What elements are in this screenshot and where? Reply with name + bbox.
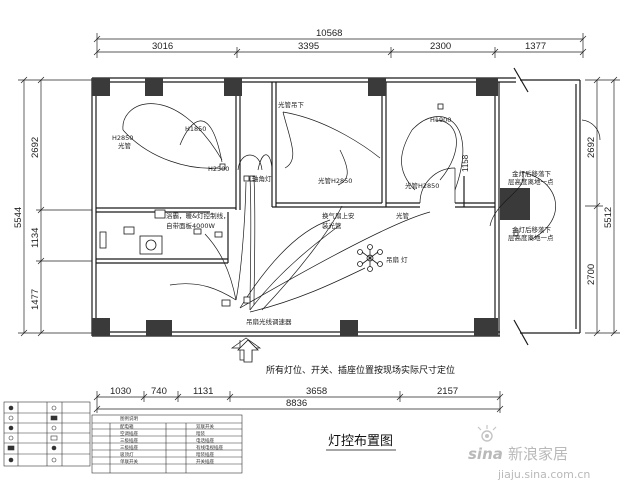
label-fan-light: 吊扇 灯: [386, 255, 408, 264]
legend-row-3-a: 三极插座: [120, 437, 138, 444]
entrance-arrow-icon: [237, 339, 259, 363]
label-right-note-3: 金灯后移落下: [512, 225, 552, 234]
dim-bottom-seg-2: 740: [151, 386, 167, 397]
ceiling-fan-symbol: [357, 244, 383, 272]
dim-right-outer: 5512: [603, 207, 614, 228]
legend-row-2-b: 暗装: [196, 430, 205, 437]
label-h7: 光管吊下: [278, 100, 305, 109]
legend-row-4-a: 三极插座: [120, 444, 138, 451]
general-note: 所有灯位、开关、插座位置按现场实际尺寸定位: [266, 364, 455, 376]
label-light-tube-1: 光管: [118, 141, 132, 150]
dim-bottom-total: 8836: [286, 398, 307, 409]
dim-left-seg-2: 1134: [30, 228, 41, 248]
legend-table: [3, 401, 243, 474]
legend-row-6-a: 单联开关: [120, 458, 138, 465]
switch-boxes: [219, 103, 519, 307]
right-dimensions: [585, 76, 620, 337]
drawing-title: 灯控布置图: [328, 434, 393, 449]
legend-row-3-b: 电话插座: [196, 437, 214, 444]
watermark-brand: sina: [468, 445, 503, 463]
label-bath-fixture: 浴霸，暖&灯控制线，: [166, 211, 230, 220]
dim-bottom-seg-3: 1131: [193, 386, 213, 397]
legend-row-1-a: 配电箱: [120, 423, 134, 430]
bottom-dimensions: [93, 391, 504, 413]
sina-eye-icon: [477, 425, 497, 442]
columns: [92, 78, 530, 336]
legend-row-5-a: 吸顶灯: [120, 451, 134, 458]
label-bath-fixture-2: 自带面板4000W: [166, 221, 216, 230]
label-h3: H2850: [112, 134, 133, 142]
label-right-note-1: 金灯后移落下: [512, 169, 552, 178]
wiring: [122, 103, 556, 313]
legend-icons: [7, 405, 58, 463]
dim-top-seg-4: 1377: [525, 41, 546, 52]
legend-header: 图例说明: [120, 415, 138, 422]
label-h2: H2500: [208, 165, 229, 173]
label-right-note-4: 层高度离地一点: [508, 233, 554, 242]
label-h5: 光管H2850: [318, 176, 352, 185]
dim-right-seg-1: 2692: [586, 137, 597, 158]
bath-fixtures: [99, 209, 223, 255]
label-right-note-2: 层高度离地一点: [508, 177, 554, 186]
top-dimensions: [93, 33, 587, 58]
dim-bottom-seg-5: 2157: [437, 386, 458, 397]
watermark-brand-cn: 新浪家居: [508, 445, 568, 463]
dim-right-seg-2: 2700: [586, 264, 597, 285]
dim-left-seg-3: 1477: [30, 289, 41, 310]
dim-left-outer: 5544: [13, 207, 24, 228]
dim-mid-vertical: 1158: [461, 154, 470, 172]
dim-top-seg-3: 2300: [430, 41, 451, 52]
dim-top-seg-1: 3016: [152, 41, 173, 52]
label-vent-light-2: 装光管: [322, 221, 342, 230]
label-h6: 光管H2850: [405, 181, 439, 190]
dim-top-total: 10568: [316, 28, 342, 39]
label-h4: H1900: [430, 116, 451, 124]
legend-row-2-a: 空调插座: [120, 430, 138, 437]
legend-row-4-b: 有线电视插座: [196, 444, 223, 451]
legend-row-5-b: 暗装插座: [196, 451, 214, 458]
label-h8: 轴角灯: [252, 174, 272, 183]
legend-row-1-b: 双联开关: [196, 423, 214, 430]
dim-bottom-seg-1: 1030: [110, 386, 131, 397]
left-dimensions: [18, 76, 92, 337]
label-vent-light: 换气扇上安: [322, 211, 355, 220]
dim-top-seg-2: 3395: [298, 41, 319, 52]
label-h1: H1850: [185, 125, 206, 133]
dim-left-seg-1: 2692: [30, 137, 41, 158]
label-light-tube-2: 光管: [396, 211, 410, 220]
legend-row-6-b: 开关插座: [196, 458, 214, 465]
label-fan-wire: 吊扇光线调速器: [246, 317, 292, 326]
watermark: sina 新浪家居 jiaju.sina.com.cn: [468, 425, 590, 481]
dim-bottom-seg-4: 3658: [306, 386, 327, 397]
watermark-url: jiaju.sina.com.cn: [497, 468, 590, 481]
